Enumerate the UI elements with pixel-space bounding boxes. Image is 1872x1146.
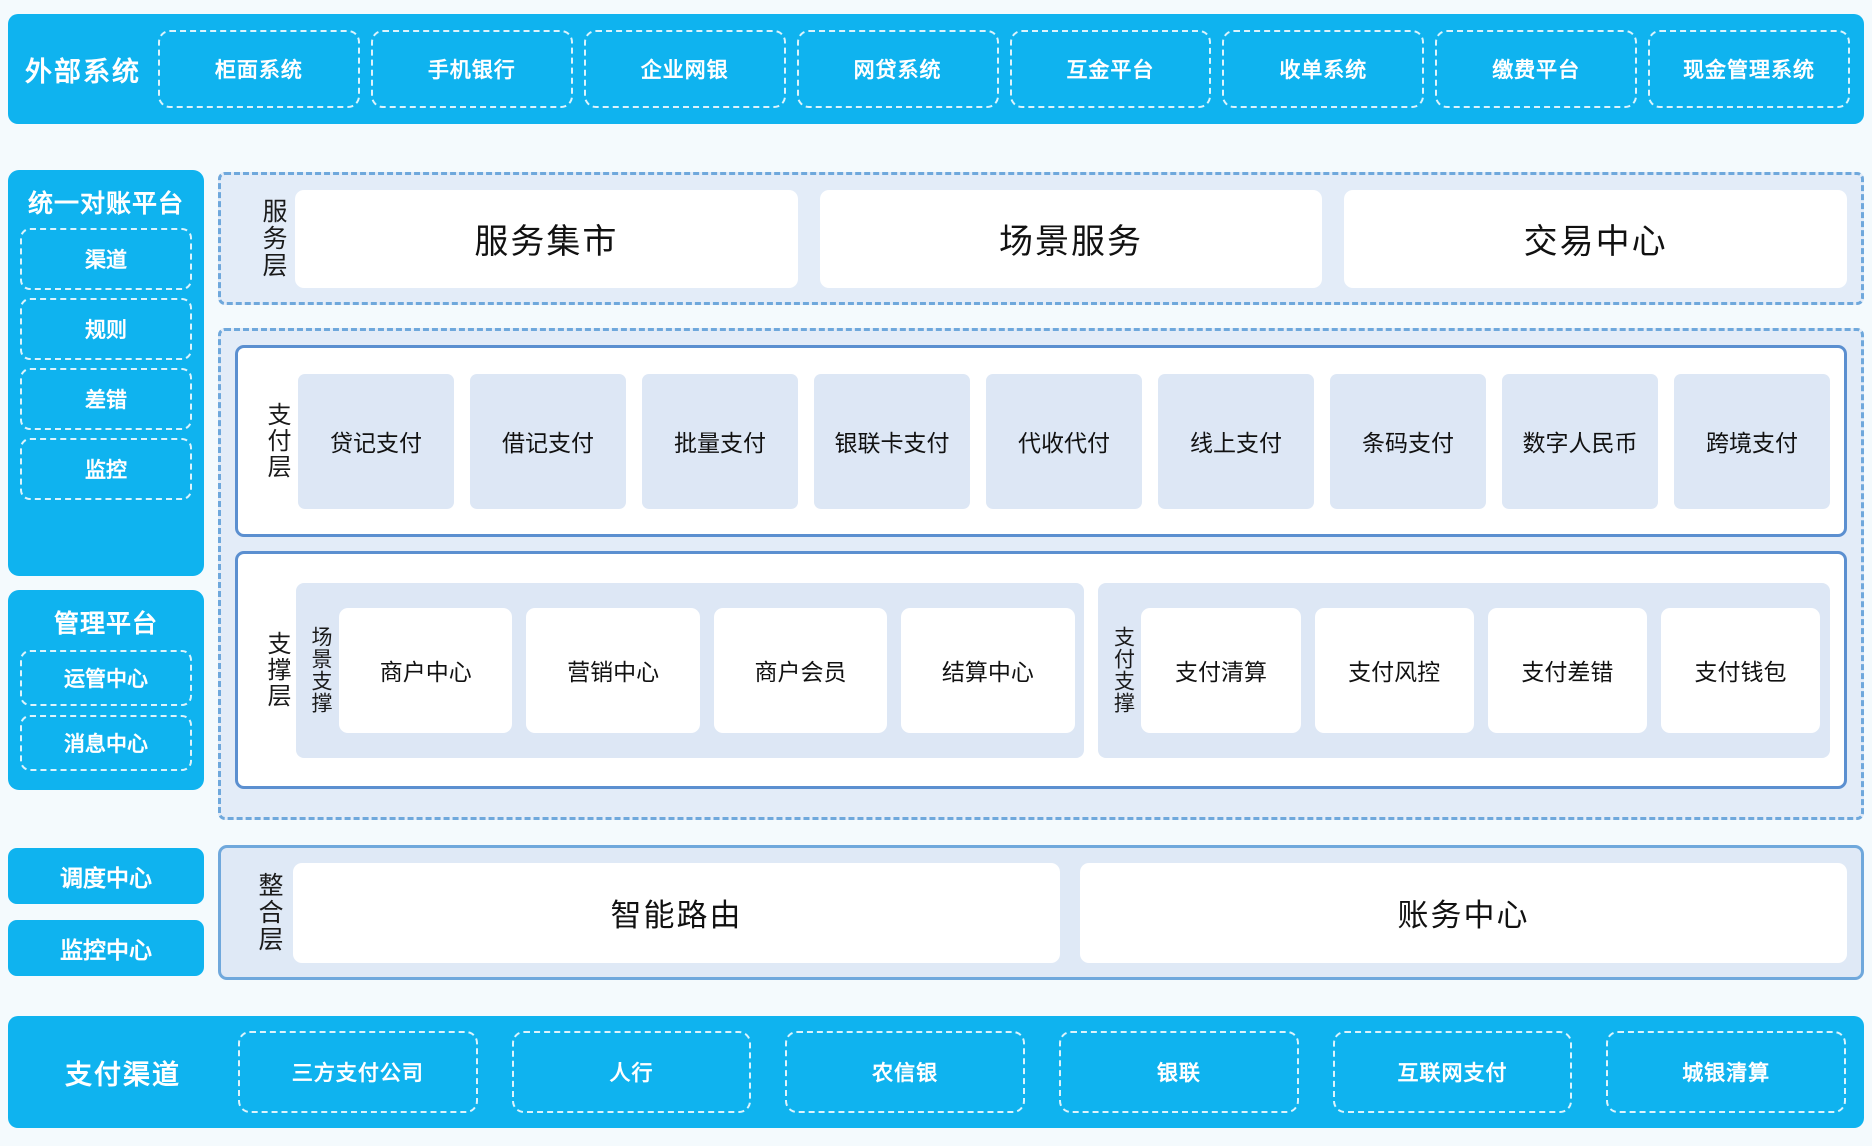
payment-item-digital-rmb[interactable]: 数字人民币: [1502, 373, 1658, 509]
payment-layer-items: 贷记支付 借记支付 批量支付 银联卡支付 代收代付 线上支付 条码支付 数字人民…: [298, 373, 1830, 509]
core-layers-group: 支付层 贷记支付 借记支付 批量支付 银联卡支付 代收代付 线上支付 条码支付 …: [218, 328, 1864, 820]
payment-item-credit[interactable]: 贷记支付: [298, 373, 454, 509]
service-item-transaction-center[interactable]: 交易中心: [1344, 189, 1848, 288]
management-platform-panel: 管理平台 运管中心 消息中心: [8, 590, 204, 790]
payment-item-cross-border[interactable]: 跨境支付: [1674, 373, 1830, 509]
payment-item-barcode[interactable]: 条码支付: [1330, 373, 1486, 509]
service-item-scenario[interactable]: 场景服务: [819, 189, 1323, 288]
payment-item-collection-payment[interactable]: 代收代付: [986, 373, 1142, 509]
monitoring-center-block[interactable]: 监控中心: [8, 920, 204, 976]
payment-support-group: 支付支撑 支付清算 支付风控 支付差错 支付钱包: [1098, 582, 1830, 758]
external-systems-list: 柜面系统 手机银行 企业网银 网贷系统 互金平台 收单系统 缴费平台 现金管理系…: [158, 30, 1850, 108]
scene-item-marketing-center[interactable]: 营销中心: [526, 607, 700, 733]
reconciliation-item-channel[interactable]: 渠道: [20, 228, 192, 290]
service-layer-group: 服务层 服务集市 场景服务 交易中心: [218, 172, 1864, 305]
reconciliation-platform-panel: 统一对账平台 渠道 规则 差错 监控: [8, 170, 204, 576]
payment-support-label: 支付支撑: [1111, 626, 1135, 714]
management-platform-title: 管理平台: [53, 610, 158, 638]
external-system-item[interactable]: 网贷系统: [796, 30, 999, 108]
support-layer-card: 支撑层 场景支撑 商户中心 营销中心 商户会员 结算中心 支付支撑 支付清算: [235, 551, 1847, 789]
payment-channels-bar: 支付渠道 三方支付公司 人行 农信银 银联 互联网支付 城银清算: [8, 1016, 1864, 1128]
external-systems-bar: 外部系统 柜面系统 手机银行 企业网银 网贷系统 互金平台 收单系统 缴费平台 …: [8, 14, 1864, 124]
management-item-operations-center[interactable]: 运管中心: [20, 650, 192, 706]
external-system-item[interactable]: 企业网银: [583, 30, 786, 108]
payment-item-batch[interactable]: 批量支付: [642, 373, 798, 509]
reconciliation-item-monitor[interactable]: 监控: [20, 438, 192, 500]
payment-layer-label: 支付层: [263, 402, 290, 480]
channel-item-internet-payment[interactable]: 互联网支付: [1332, 1031, 1573, 1113]
payment-support-items: 支付清算 支付风控 支付差错 支付钱包: [1141, 607, 1821, 733]
channel-item-unionpay[interactable]: 银联: [1059, 1031, 1299, 1113]
external-system-item[interactable]: 互金平台: [1009, 30, 1212, 108]
channel-item-rcc[interactable]: 农信银: [785, 1031, 1026, 1113]
reconciliation-item-rule[interactable]: 规则: [20, 298, 192, 360]
payment-layer-card: 支付层 贷记支付 借记支付 批量支付 银联卡支付 代收代付 线上支付 条码支付 …: [235, 345, 1847, 537]
management-item-message-center[interactable]: 消息中心: [20, 715, 192, 771]
external-systems-title: 外部系统: [25, 56, 141, 87]
scene-support-label: 场景支撑: [309, 626, 332, 714]
scheduling-center-block[interactable]: 调度中心: [8, 848, 204, 904]
payment-support-item-wallet[interactable]: 支付钱包: [1660, 607, 1821, 733]
support-layer-groups: 场景支撑 商户中心 营销中心 商户会员 结算中心 支付支撑 支付清算 支付风控 …: [296, 582, 1830, 758]
scene-item-merchant-center[interactable]: 商户中心: [339, 607, 513, 733]
service-item-marketplace[interactable]: 服务集市: [295, 189, 798, 288]
channel-item-pboc[interactable]: 人行: [511, 1031, 752, 1113]
integration-item-accounting-center[interactable]: 账务中心: [1080, 862, 1847, 963]
integration-item-smart-routing[interactable]: 智能路由: [293, 862, 1060, 963]
service-layer-items: 服务集市 场景服务 交易中心: [295, 189, 1848, 288]
payment-item-debit[interactable]: 借记支付: [470, 373, 626, 509]
reconciliation-item-error[interactable]: 差错: [20, 368, 192, 430]
payment-item-online[interactable]: 线上支付: [1158, 373, 1314, 509]
scene-item-merchant-member[interactable]: 商户会员: [713, 607, 888, 733]
external-system-item[interactable]: 现金管理系统: [1648, 30, 1850, 108]
channel-item-third-party[interactable]: 三方支付公司: [238, 1031, 478, 1113]
scene-support-items: 商户中心 营销中心 商户会员 结算中心: [339, 607, 1075, 733]
external-system-item[interactable]: 收单系统: [1222, 30, 1425, 108]
reconciliation-platform-title: 统一对账平台: [27, 190, 184, 218]
external-system-item[interactable]: 手机银行: [370, 30, 573, 108]
payment-item-unionpay-card[interactable]: 银联卡支付: [814, 373, 970, 509]
payment-support-item-risk[interactable]: 支付风控: [1314, 607, 1474, 733]
integration-layer-label: 整合层: [255, 872, 283, 953]
support-layer-label: 支撑层: [263, 631, 290, 709]
scene-item-settlement-center[interactable]: 结算中心: [901, 607, 1075, 733]
service-layer-label: 服务层: [259, 198, 287, 279]
payment-support-item-clearing[interactable]: 支付清算: [1141, 607, 1301, 733]
external-system-item[interactable]: 缴费平台: [1435, 30, 1638, 108]
external-system-item[interactable]: 柜面系统: [158, 30, 360, 108]
channel-item-city-bank-clearing[interactable]: 城银清算: [1606, 1031, 1847, 1113]
payment-channels-list: 三方支付公司 人行 农信银 银联 互联网支付 城银清算: [238, 1031, 1847, 1113]
payment-support-item-error[interactable]: 支付差错: [1487, 607, 1647, 733]
integration-layer-items: 智能路由 账务中心: [293, 862, 1847, 963]
integration-layer-group: 整合层 智能路由 账务中心: [218, 845, 1864, 980]
scene-support-group: 场景支撑 商户中心 营销中心 商户会员 结算中心: [296, 582, 1085, 758]
payment-channels-title: 支付渠道: [65, 1059, 181, 1090]
